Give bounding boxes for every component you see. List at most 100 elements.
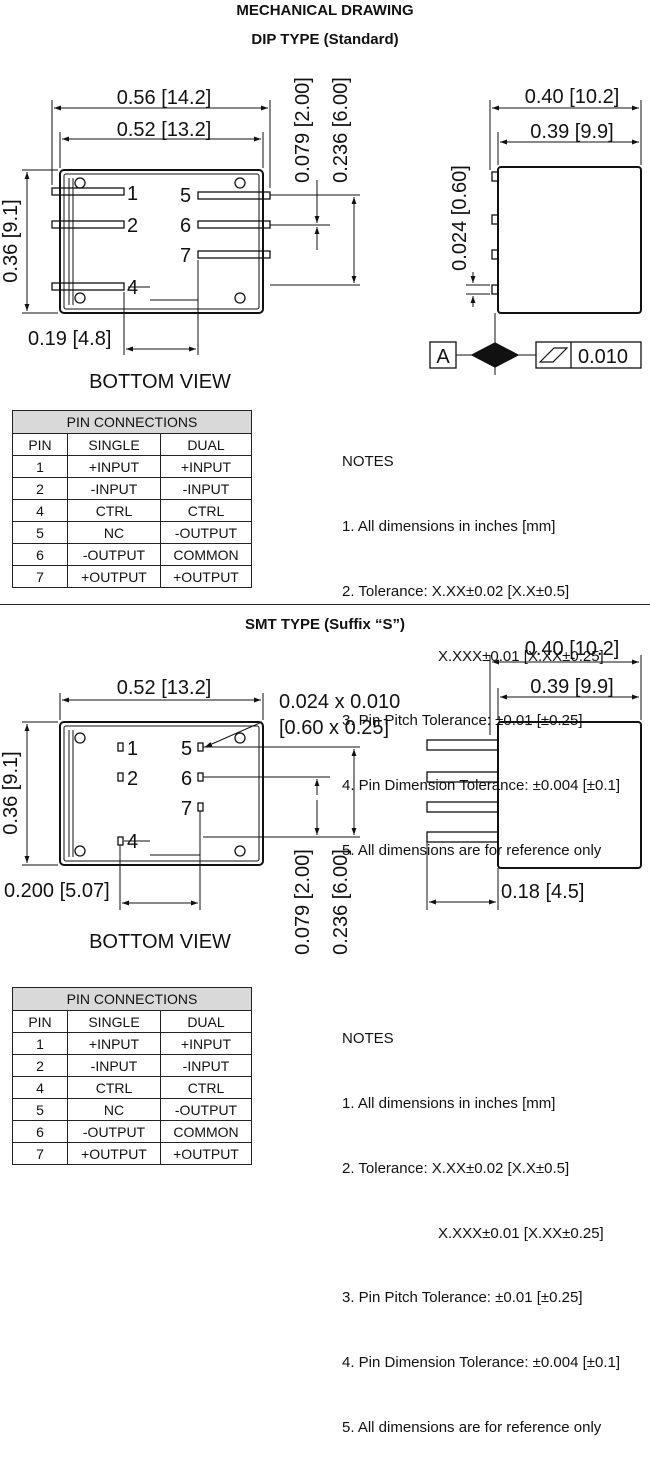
table-cell: NC [67, 521, 161, 544]
table-cell: 6 [12, 543, 68, 566]
table-cell: 7 [12, 1142, 68, 1165]
dip-pin-1 [51, 187, 125, 196]
table-cell: CTRL [67, 499, 161, 522]
table-cell: COMMON [160, 1120, 252, 1143]
table-cell: -INPUT [160, 1054, 252, 1077]
table-cell: -OUTPUT [160, 521, 252, 544]
dip-subtitle: DIP TYPE (Standard) [251, 31, 399, 48]
note-item: 1. All dimensions in inches [mm] [342, 517, 556, 535]
table-cell: CTRL [160, 499, 252, 522]
note-item-continuation: X.XXX±0.01 [X.XX±0.25] [438, 647, 604, 665]
dip-dim-body-width: 0.52 [13.2] [117, 119, 212, 141]
note-item: 3. Pin Pitch Tolerance: ±0.01 [±0.25] [342, 712, 583, 730]
table-cell: CTRL [160, 1076, 252, 1099]
dip-pin-label-2: 2 [127, 215, 138, 237]
dip-corner-hole [74, 292, 86, 304]
smt-corner-hole [74, 732, 86, 744]
table-cell: +OUTPUT [160, 565, 252, 588]
smt-dim-span: 0.236 [6.00] [330, 849, 352, 955]
flatness-frame [535, 341, 642, 369]
smt-side-dim-body: 0.39 [9.9] [530, 676, 613, 698]
smt-pin-table: PIN CONNECTIONS PIN SINGLE DUAL 1+INPUT+… [12, 987, 252, 1165]
smt-pad-1 [117, 742, 124, 752]
smt-side-dim-width: 0.40 [10.2] [525, 638, 620, 660]
dip-side-dim-width: 0.40 [10.2] [525, 86, 620, 108]
smt-pad-4 [117, 836, 124, 846]
smt-side-body [497, 721, 642, 869]
table-cell: 4 [12, 499, 68, 522]
dip-side-body [497, 166, 642, 314]
dip-notes: NOTES 1. All dimensions in inches [mm] 2… [342, 408, 620, 883]
table-cell: -INPUT [67, 1054, 161, 1077]
smt-dim-body-width: 0.52 [13.2] [117, 677, 212, 699]
dip-pin-label-6: 6 [180, 215, 191, 237]
note-item: 3. Pin Pitch Tolerance: ±0.01 [±0.25] [342, 1289, 583, 1307]
smt-dim-pitch: 0.079 [2.00] [292, 849, 314, 955]
note-item: 4. Pin Dimension Tolerance: ±0.004 [±0.1… [342, 1354, 621, 1372]
pin-table-caption: PIN CONNECTIONS [12, 410, 252, 434]
dip-dim-overall-width: 0.56 [14.2] [117, 87, 212, 109]
smt-dim-pad-size-mm: [0.60 x 0.25] [279, 717, 389, 739]
table-cell: -OUTPUT [67, 1120, 161, 1143]
section-divider [0, 604, 650, 605]
table-cell: 5 [12, 521, 68, 544]
smt-lead [426, 831, 499, 843]
dip-pin-table: PIN CONNECTIONS PIN SINGLE DUAL 1+INPUT+… [12, 410, 252, 588]
smt-pin-label-6: 6 [181, 768, 192, 790]
dip-dim-pitch: 0.079 [2.00] [292, 77, 314, 183]
smt-pin-label-5: 5 [181, 738, 192, 760]
table-cell: CTRL [67, 1076, 161, 1099]
dip-bottom-view [22, 100, 360, 355]
pin-table-header: SINGLE [67, 433, 161, 456]
table-row: 2-INPUT-INPUT [12, 477, 252, 500]
smt-lead [426, 739, 499, 751]
smt-pin-label-4: 4 [127, 831, 138, 853]
smt-pad-2 [117, 772, 124, 782]
table-row: 7+OUTPUT+OUTPUT [12, 565, 252, 588]
smt-lead [426, 801, 499, 813]
table-cell: 5 [12, 1098, 68, 1121]
dip-pin-label-1: 1 [127, 183, 138, 205]
smt-dim-height: 0.36 [9.1] [0, 751, 22, 834]
note-item: 1. All dimensions in inches [mm] [342, 1094, 556, 1112]
dip-dim-pin-offset: 0.19 [4.8] [28, 328, 111, 350]
table-cell: 2 [12, 477, 68, 500]
smt-dim-lead-length: 0.18 [4.5] [501, 881, 584, 903]
smt-notes: NOTES 1. All dimensions in inches [mm] 2… [342, 985, 620, 1460]
notes-heading: NOTES [342, 453, 394, 471]
datum-triangle-icon [470, 342, 520, 368]
table-row: 1+INPUT+INPUT [12, 455, 252, 478]
drawing-title: MECHANICAL DRAWING [236, 2, 414, 19]
flatness-value: 0.010 [578, 346, 628, 368]
dip-pin-4 [51, 282, 125, 291]
table-row: 1+INPUT+INPUT [12, 1032, 252, 1055]
note-item: 2. Tolerance: X.XX±0.02 [X.X±0.5] [342, 1159, 570, 1177]
dip-pin-7 [197, 250, 271, 259]
table-row: 2-INPUT-INPUT [12, 1054, 252, 1077]
table-cell: +OUTPUT [67, 565, 161, 588]
smt-body-outline [59, 721, 264, 866]
smt-pad-7 [197, 802, 204, 812]
dip-pin-2 [51, 220, 125, 229]
smt-bottom-view [22, 693, 360, 910]
pin-table-header: SINGLE [67, 1010, 161, 1033]
smt-side-view [426, 655, 642, 910]
table-cell: +INPUT [67, 1032, 161, 1055]
dip-pin-label-7: 7 [180, 245, 191, 267]
smt-subtitle: SMT TYPE (Suffix “S”) [244, 616, 405, 633]
dip-dim-span: 0.236 [6.00] [330, 77, 352, 183]
pin-table-header: PIN [12, 1010, 68, 1033]
table-cell: 6 [12, 1120, 68, 1143]
smt-corner-hole [234, 732, 246, 744]
dip-dim-height: 0.36 [9.1] [0, 199, 22, 282]
table-cell: -OUTPUT [160, 1098, 252, 1121]
smt-view-label: BOTTOM VIEW [89, 931, 231, 953]
dip-side-view [429, 100, 642, 375]
smt-pin-label-1: 1 [127, 738, 138, 760]
dip-view-label: BOTTOM VIEW [89, 371, 231, 393]
pin-table-header: DUAL [160, 1010, 252, 1033]
table-cell: +OUTPUT [67, 1142, 161, 1165]
flatness-icon [538, 347, 569, 363]
table-cell: 1 [12, 455, 68, 478]
